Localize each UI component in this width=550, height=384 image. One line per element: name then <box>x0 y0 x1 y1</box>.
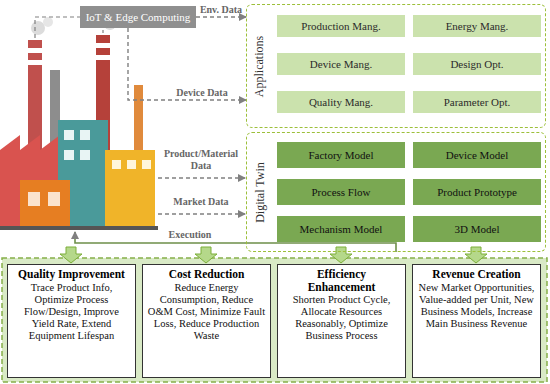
twin-box: Mechanism Model <box>277 216 405 242</box>
box-label: Parameter Opt. <box>444 96 511 108</box>
factory-building <box>20 180 70 228</box>
group-title-strip: Applications <box>247 5 273 127</box>
data-arrow <box>158 177 245 178</box>
chimney-stripe <box>28 60 42 65</box>
window <box>64 150 74 160</box>
app-box: Parameter Opt. <box>413 91 541 113</box>
box-label: Device Mang. <box>310 58 372 70</box>
box-label: Device Model <box>446 149 509 161</box>
group-title: Applications <box>253 35 268 96</box>
benefit-card: Revenue CreationNew Market Opportunities… <box>412 264 541 378</box>
window <box>80 150 90 160</box>
down-arrow <box>330 247 352 263</box>
group-frame: Digital Twin Factory Model Device ModelPro… <box>246 132 546 252</box>
app-box: Production Mang. <box>277 15 405 37</box>
box-label: Energy Mang. <box>446 20 509 32</box>
app-box: Quality Mang. <box>277 91 405 113</box>
data-label: Market Data <box>158 196 244 208</box>
box-label: Production Mang. <box>301 20 380 32</box>
group-title-strip: Digital Twin <box>247 133 273 251</box>
card-body: Reduce Energy Consumption, Reduce O&M Co… <box>147 282 266 342</box>
card-heading: Quality Improvement <box>12 268 131 281</box>
box-label: IoT & Edge Computing <box>86 11 191 23</box>
group-frame: Applications Production Mang. Energy Mang.… <box>246 4 546 128</box>
data-label: Product/Material Data <box>158 148 244 172</box>
sensor-link <box>35 17 80 38</box>
data-arrow <box>158 213 245 214</box>
benefit-band <box>2 258 547 382</box>
down-arrow <box>60 247 82 263</box>
ground <box>0 226 158 230</box>
twin-box: Device Model <box>413 142 541 168</box>
twin-box: Process Flow <box>277 179 405 205</box>
edge-label: Device Data <box>176 87 227 99</box>
card-body: Trace Product Info, Optimize Process Flo… <box>12 282 131 342</box>
card-body: New Market Opportunities, Value-added pe… <box>417 282 536 330</box>
box-label: Product Prototype <box>437 186 517 198</box>
twin-box: 3D Model <box>413 216 541 242</box>
window <box>64 130 74 140</box>
sensor-link <box>102 28 103 33</box>
window <box>80 130 90 140</box>
box-label: Factory Model <box>308 149 373 161</box>
edge-label: Env. Data <box>200 4 242 16</box>
window <box>142 160 151 169</box>
app-box: Device Mang. <box>277 53 405 75</box>
window <box>112 160 121 169</box>
card-body: Shorten Product Cycle, Allocate Resource… <box>282 294 401 342</box>
window <box>48 192 60 206</box>
twin-box: Factory Model <box>277 142 405 168</box>
box-label: Design Opt. <box>450 58 503 70</box>
chimney-stripe <box>28 48 42 53</box>
smoke-puff <box>31 21 45 35</box>
box-label: Mechanism Model <box>300 223 383 235</box>
down-arrow <box>465 247 487 263</box>
data-connector <box>196 16 246 17</box>
card-heading: Revenue Creation <box>417 268 536 281</box>
edge-box: IoT & Edge Computing <box>80 6 196 28</box>
smoke-puff <box>43 17 53 27</box>
box-label: 3D Model <box>455 223 500 235</box>
factory-building <box>105 150 155 228</box>
chimney-stripe <box>96 43 110 48</box>
data-connector <box>128 28 246 100</box>
group-title: Digital Twin <box>253 162 268 223</box>
twin-box: Product Prototype <box>413 179 541 205</box>
window <box>28 192 40 206</box>
execution-label: Execution <box>160 229 220 241</box>
window <box>127 160 136 169</box>
benefit-card: Quality ImprovementTrace Product Info, O… <box>7 264 136 378</box>
benefit-card: Cost ReductionReduce Energy Consumption,… <box>142 264 271 378</box>
box-label: Quality Mang. <box>309 96 373 108</box>
down-arrow <box>195 247 217 263</box>
benefit-card: Efficiency EnhancementShorten Product Cy… <box>277 264 406 378</box>
card-heading: Efficiency Enhancement <box>282 268 401 293</box>
app-box: Design Opt. <box>413 53 541 75</box>
card-heading: Cost Reduction <box>147 268 266 281</box>
app-box: Energy Mang. <box>413 15 541 37</box>
chimney-stripe <box>96 55 110 60</box>
box-label: Process Flow <box>312 186 371 198</box>
